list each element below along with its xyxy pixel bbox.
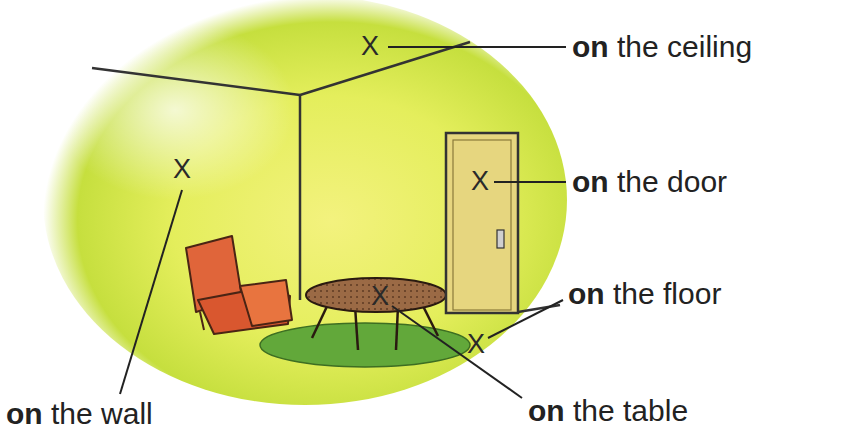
preposition-label: on the floor bbox=[568, 277, 721, 312]
x-mark: X bbox=[361, 31, 379, 62]
leader-lines bbox=[120, 47, 566, 398]
preposition-label: on the door bbox=[572, 165, 727, 200]
preposition-label: on the table bbox=[528, 394, 688, 429]
room-edges bbox=[92, 42, 560, 312]
x-mark: X bbox=[467, 329, 485, 360]
armchair bbox=[186, 236, 292, 334]
light-haze bbox=[55, 20, 295, 200]
x-mark: X bbox=[371, 281, 389, 312]
preposition-label: on the ceiling bbox=[572, 30, 752, 65]
door bbox=[446, 133, 518, 313]
background-blob bbox=[43, 0, 567, 405]
x-mark: X bbox=[173, 154, 191, 185]
rug bbox=[260, 323, 470, 367]
table bbox=[306, 278, 446, 350]
x-mark: X bbox=[471, 166, 489, 197]
preposition-label: on the wall bbox=[6, 397, 153, 432]
